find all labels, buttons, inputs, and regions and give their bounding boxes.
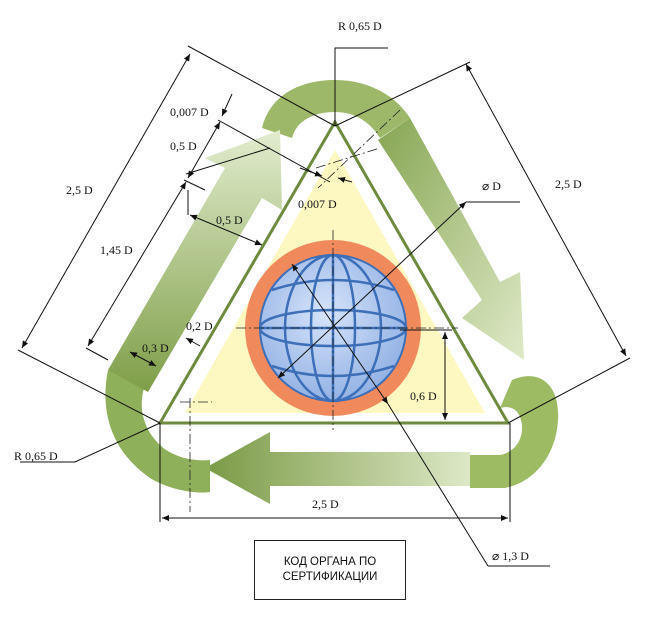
arrow-band-right-corner xyxy=(470,376,559,488)
label-05-arrow: 0,5 D xyxy=(216,213,243,227)
label-145: 1,45 D xyxy=(100,243,133,257)
cert-box-line2: СЕРТИФИКАЦИИ xyxy=(282,571,378,583)
label-r-left: R 0,65 D xyxy=(14,449,58,463)
label-0007-top: 0,007 D xyxy=(170,105,209,119)
label-diam-13d: ⌀ 1,3 D xyxy=(492,549,529,563)
dimension-labels: R 0,65 D R 0,65 D 2,5 D 2,5 D 2,5 D 0,00… xyxy=(14,19,582,563)
label-06: 0,6 D xyxy=(410,389,437,403)
label-02: 0,2 D xyxy=(186,319,213,333)
cert-box-line1: КОД ОРГАНА ПО xyxy=(283,556,377,568)
arrow-band-left-corner xyxy=(105,370,210,493)
label-width-left: 2,5 D xyxy=(66,183,93,197)
label-width-right: 2,5 D xyxy=(555,177,582,191)
label-width-bottom: 2,5 D xyxy=(312,497,339,511)
label-03: 0,3 D xyxy=(142,341,169,355)
center-lines xyxy=(180,109,458,512)
label-0007-inner: 0,007 D xyxy=(298,197,337,211)
label-r-top: R 0,65 D xyxy=(338,19,382,33)
arrow-band-top xyxy=(262,80,410,138)
dimension-lines xyxy=(17,45,631,567)
label-diam-d: ⌀ D xyxy=(482,179,501,193)
arrow-bottom xyxy=(205,432,470,504)
label-05-top: 0,5 D xyxy=(170,139,197,153)
certification-body-code-box: КОД ОРГАНА ПО СЕРТИФИКАЦИИ xyxy=(254,540,406,600)
